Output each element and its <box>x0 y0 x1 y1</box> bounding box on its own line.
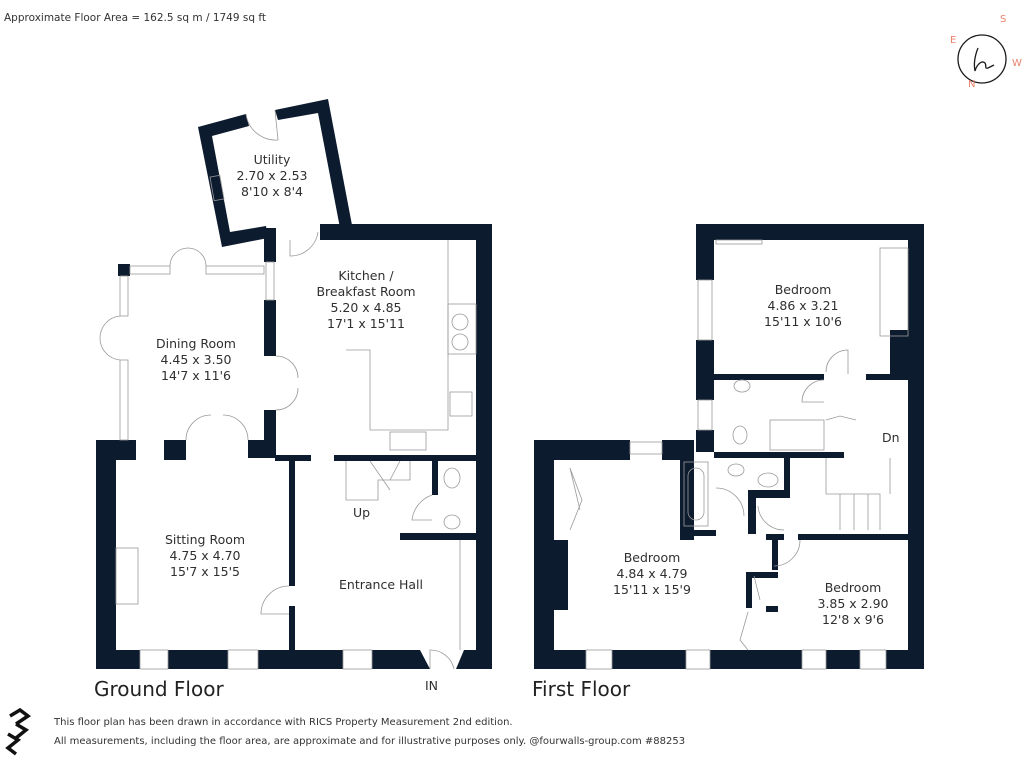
room-name: Bedroom <box>774 282 832 297</box>
room-name: Bedroom <box>824 580 882 595</box>
compass-east: E <box>950 35 957 46</box>
compass-west: W <box>1012 58 1022 69</box>
room-name-line2: Breakfast Room <box>316 284 416 299</box>
room-name: Kitchen / <box>338 268 394 283</box>
room-imperial: 8'10 x 8'4 <box>241 184 303 199</box>
ground-floor-walls <box>96 99 492 669</box>
room-name: Utility <box>253 152 291 167</box>
room-kitchen: Kitchen / Breakfast Room 5.20 x 4.85 17'… <box>316 268 415 332</box>
room-name: Sitting Room <box>164 532 246 547</box>
room-imperial: 17'1 x 15'11 <box>327 316 405 331</box>
room-imperial: 12'8 x 9'6 <box>822 612 884 627</box>
first-floor-title: First Floor <box>532 677 631 701</box>
room-metric: 4.84 x 4.79 <box>616 566 688 581</box>
entrance-in-label: IN <box>425 678 439 693</box>
first-floor-walls <box>534 224 924 669</box>
room-name: Bedroom <box>623 550 681 565</box>
ground-floor-fixtures <box>99 109 477 670</box>
fourwalls-logo-icon <box>5 708 32 756</box>
room-metric: 4.75 x 4.70 <box>169 548 241 563</box>
footer-line-1: This floor plan has been drawn in accord… <box>54 717 513 728</box>
room-imperial: 15'11 x 15'9 <box>613 582 691 597</box>
room-utility: Utility 2.70 x 2.53 8'10 x 8'4 <box>236 152 307 200</box>
room-metric: 3.85 x 2.90 <box>817 596 889 611</box>
room-metric: 5.20 x 4.85 <box>330 300 402 315</box>
footer-line-2: All measurements, including the floor ar… <box>54 736 686 747</box>
first-floor-fixtures <box>569 239 909 670</box>
room-metric: 4.86 x 3.21 <box>767 298 839 313</box>
compass-north: N <box>968 79 976 90</box>
room-imperial: 15'7 x 15'5 <box>170 564 240 579</box>
room-bedroom-2: Bedroom 4.84 x 4.79 15'11 x 15'9 <box>613 550 691 598</box>
room-name: Dining Room <box>156 336 236 351</box>
ground-floor-title: Ground Floor <box>94 677 224 701</box>
room-bedroom-1: Bedroom 4.86 x 3.21 15'11 x 10'6 <box>764 282 842 330</box>
room-metric: 4.45 x 3.50 <box>160 352 232 367</box>
compass-logo-icon <box>957 34 1007 84</box>
room-imperial: 15'11 x 10'6 <box>764 314 842 329</box>
stairs-down-label: Dn <box>882 430 900 445</box>
room-bedroom-3: Bedroom 3.85 x 2.90 12'8 x 9'6 <box>817 580 888 628</box>
room-dining: Dining Room 4.45 x 3.50 14'7 x 11'6 <box>156 336 236 384</box>
compass-south: S <box>1000 14 1007 25</box>
room-sitting: Sitting Room 4.75 x 4.70 15'7 x 15'5 <box>165 532 245 580</box>
room-name: Entrance Hall <box>339 577 423 592</box>
compass-rose: S E W N <box>944 14 1024 94</box>
floor-area-text: Approximate Floor Area = 162.5 sq m / 17… <box>4 12 266 24</box>
room-imperial: 14'7 x 11'6 <box>161 368 231 383</box>
stairs-up-label: Up <box>353 505 371 520</box>
room-metric: 2.70 x 2.53 <box>236 168 308 183</box>
room-entrance-hall: Entrance Hall <box>339 577 423 593</box>
